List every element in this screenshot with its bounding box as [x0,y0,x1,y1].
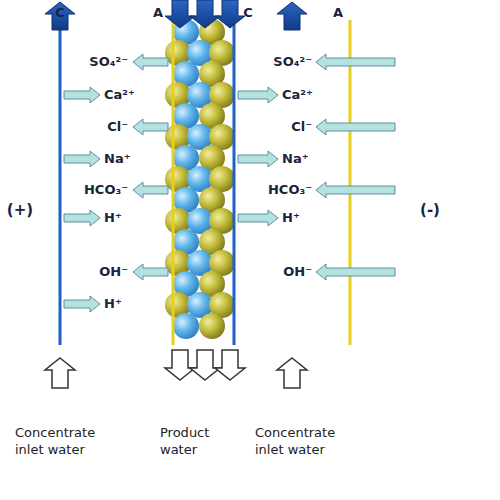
resin-bead [199,313,225,339]
ion-label: Na⁺ [104,152,131,166]
ion-label: Ca²⁺ [104,88,135,102]
ion-label: Na⁺ [282,152,309,166]
stream-label: Product water [160,425,250,459]
inlet-arrow [215,350,245,380]
ion-arrow [316,54,395,70]
flow-arrow [277,2,307,30]
ion-arrow [133,182,168,198]
resin-bead [173,313,199,339]
ion-arrow [64,87,100,103]
polarity-label: (-) [420,202,440,219]
ion-arrow [238,151,278,167]
inlet-arrow [277,358,307,388]
ion-arrow [316,182,395,198]
inlet-arrow [190,350,220,380]
stream-label: Concentrate inlet water [15,425,105,459]
ion-arrow [238,87,278,103]
ion-label: SO₄²⁻ [273,55,312,69]
ion-label: Cl⁻ [107,120,128,134]
membrane-letter: C [55,6,65,20]
ion-label: Ca²⁺ [282,88,313,102]
membrane-letter: A [153,6,163,20]
ion-arrow [316,119,395,135]
ion-arrow [133,54,168,70]
ion-arrow [238,210,278,226]
ion-label: HCO₃⁻ [84,183,128,197]
ion-arrow [64,296,100,312]
flow-arrow [45,2,75,30]
ion-arrow [64,210,100,226]
flow-arrow [190,0,220,28]
ion-arrow [316,264,395,280]
inlet-arrow [165,350,195,380]
ion-label: H⁺ [104,297,122,311]
ion-label: OH⁻ [99,265,128,279]
membrane-letter: C [243,6,253,20]
stream-label: Concentrate inlet water [255,425,345,459]
anion-membrane [349,20,352,345]
flow-arrow [165,0,195,28]
inlet-arrow [45,358,75,388]
ion-arrow [133,264,168,280]
ion-label: SO₄²⁻ [89,55,128,69]
ion-label: Cl⁻ [291,120,312,134]
cation-membrane [233,20,236,345]
anion-membrane [172,20,175,345]
ion-arrow [133,119,168,135]
ion-label: H⁺ [282,211,300,225]
polarity-label: (+) [7,202,33,219]
ion-label: H⁺ [104,211,122,225]
cation-membrane [59,20,62,345]
flow-arrow [215,0,245,28]
ion-label: HCO₃⁻ [268,183,312,197]
ion-label: OH⁻ [283,265,312,279]
membrane-letter: A [333,6,343,20]
ion-arrow [64,151,100,167]
